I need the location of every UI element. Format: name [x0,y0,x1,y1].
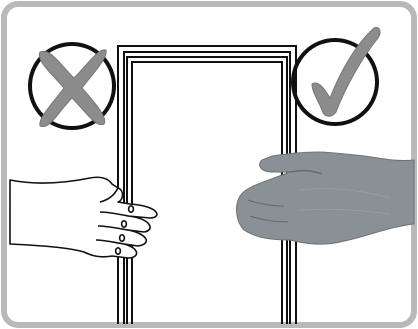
gloved-hand [236,151,415,245]
incorrect-x-icon [28,42,116,130]
bare-hand [9,176,158,259]
correct-check-icon [291,27,381,126]
